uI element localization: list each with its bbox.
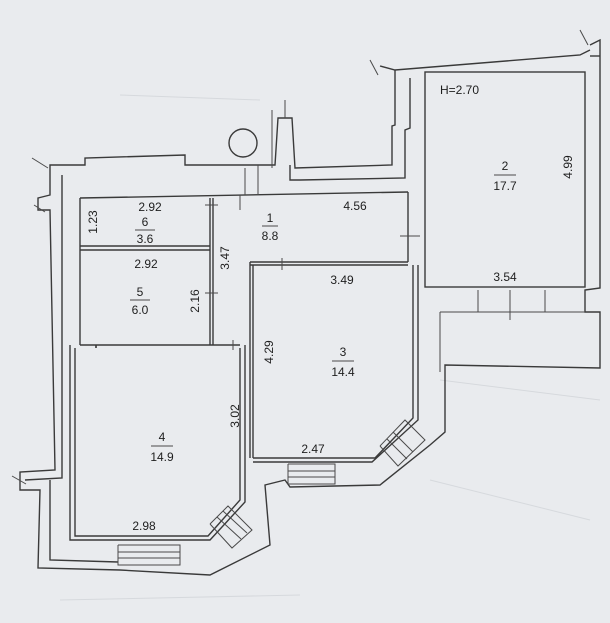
door-ticks bbox=[11, 29, 589, 485]
dim-room-6-width: 2.92 bbox=[138, 200, 162, 214]
room-1: 1 8.8 bbox=[262, 211, 279, 243]
room-5-number: 5 bbox=[137, 285, 144, 299]
dim-room-2-length: 4.99 bbox=[561, 155, 575, 179]
dim-room-5-width: 2.92 bbox=[134, 257, 158, 271]
outer-walls bbox=[19, 38, 601, 576]
room-2: 2 17.7 bbox=[493, 159, 517, 193]
dim-room-4-depth: 3.02 bbox=[228, 404, 242, 428]
room-3-area: 14.4 bbox=[331, 365, 355, 379]
room-1-number: 1 bbox=[267, 211, 274, 225]
room-5-area: 6.0 bbox=[132, 303, 149, 317]
room-2-outline bbox=[424, 71, 586, 288]
room-2-area: 17.7 bbox=[493, 179, 517, 193]
room-2-number: 2 bbox=[502, 159, 509, 173]
ceiling-height-label: H=2.70 bbox=[440, 83, 479, 97]
room-6-number: 6 bbox=[142, 215, 149, 229]
room-6: 6 3.6 bbox=[135, 215, 155, 246]
room-4-number: 4 bbox=[159, 430, 166, 444]
room-3: 3 14.4 bbox=[331, 345, 355, 379]
dim-room-3-depth: 4.29 bbox=[262, 340, 276, 364]
dimension-labels: 2.92 1.23 2.92 2.16 3.47 4.56 4.99 3.54 … bbox=[86, 155, 575, 533]
room-4: 4 14.9 bbox=[150, 430, 174, 464]
paper-texture bbox=[59, 94, 601, 601]
shaft-circle bbox=[228, 128, 258, 158]
dim-room-2-width: 3.54 bbox=[493, 270, 517, 284]
room-1-area: 8.8 bbox=[262, 229, 279, 243]
room-3-number: 3 bbox=[340, 345, 347, 359]
window-hatches bbox=[117, 419, 426, 566]
room-6-area: 3.6 bbox=[137, 232, 154, 246]
dim-room-3-bay: 2.47 bbox=[301, 442, 325, 456]
room-4-area: 14.9 bbox=[150, 450, 174, 464]
dim-room-4-width: 2.98 bbox=[132, 519, 156, 533]
interior-walls bbox=[69, 71, 586, 541]
dim-room-3-width: 3.49 bbox=[330, 273, 354, 287]
dim-room-6-depth: 1.23 bbox=[86, 210, 100, 234]
room-5: 5 6.0 bbox=[130, 285, 150, 317]
dim-room-5-depth: 2.16 bbox=[188, 289, 202, 313]
dim-room-1-depth: 3.47 bbox=[218, 246, 232, 270]
dim-room-1-length: 4.56 bbox=[343, 199, 367, 213]
